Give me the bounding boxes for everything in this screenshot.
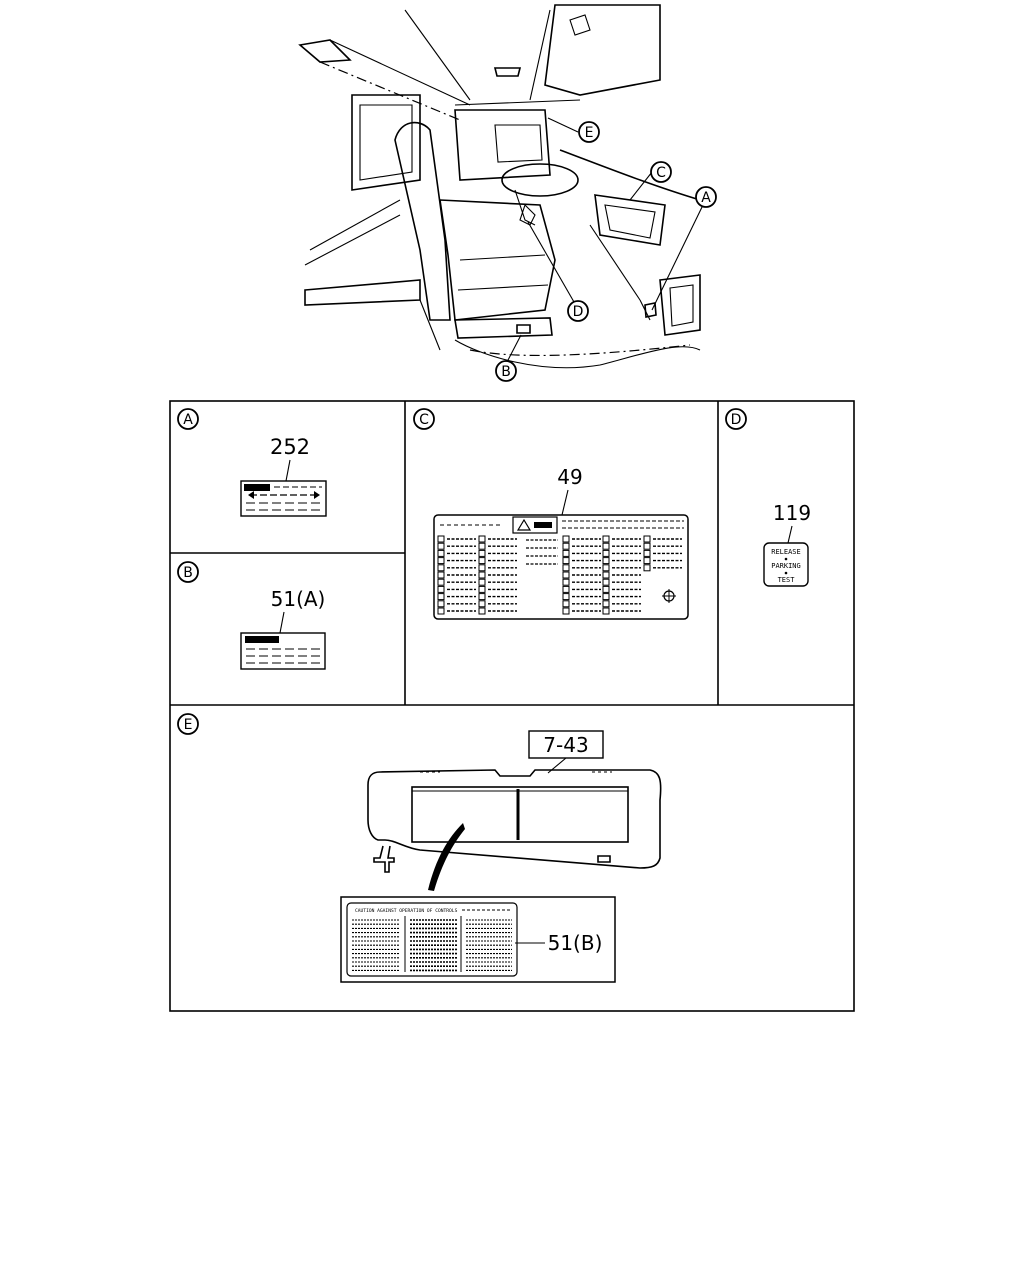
warning-triangle-icon — [512, 516, 558, 534]
checkbox-square — [437, 600, 445, 608]
checkbox-square — [478, 600, 486, 608]
label-119-line-test: TEST — [778, 576, 796, 584]
checkbox-square — [602, 607, 610, 615]
label-49 — [433, 514, 689, 620]
checkbox-square — [602, 557, 610, 565]
double-arrow-icon — [248, 491, 320, 499]
checkbox-square — [562, 542, 570, 550]
checkbox-square — [478, 607, 486, 615]
panel-c-part-number: 49 — [557, 465, 582, 489]
checkbox-square — [602, 585, 610, 593]
checkbox-square — [562, 607, 570, 615]
panel-d-letter: D — [731, 412, 742, 428]
panel-grid — [169, 400, 855, 1012]
checkbox-square — [437, 593, 445, 601]
label-51b: CAUTION AGAINST OPERATION OF CONTROLS — [340, 896, 616, 983]
svg-text:E: E — [585, 125, 594, 141]
callout-b: B — [495, 360, 517, 382]
label-51a — [240, 632, 326, 670]
checkbox-square — [643, 557, 651, 565]
checkbox-square — [478, 557, 486, 565]
checkbox-square — [602, 593, 610, 601]
checkbox-square — [602, 549, 610, 557]
svg-text:C: C — [656, 165, 666, 181]
panel-e: E 7-43 CAUTION AGAINST OPERATION OF CONT… — [177, 713, 662, 983]
label-252 — [240, 480, 327, 517]
panel-d-part-number: 119 — [773, 501, 811, 525]
panel-a: A 252 — [177, 408, 327, 517]
checkbox-square — [478, 571, 486, 579]
callout-e: E — [578, 121, 600, 143]
checkbox-square — [562, 600, 570, 608]
panel-e-letter: E — [184, 717, 193, 733]
panel-b-part-number: 51(A) — [271, 587, 326, 611]
checkbox-square — [562, 571, 570, 579]
checkbox-square — [437, 549, 445, 557]
checkbox-square — [478, 578, 486, 586]
checkbox-square — [562, 535, 570, 543]
checkbox-square — [478, 593, 486, 601]
panel-b: B 51(A) — [177, 561, 326, 670]
checkbox-square — [478, 585, 486, 593]
checkbox-square — [562, 585, 570, 593]
label-119: RELEASE PARKING TEST — [763, 542, 809, 587]
svg-text:D: D — [573, 304, 584, 320]
checkbox-square — [478, 535, 486, 543]
checkbox-square — [478, 564, 486, 572]
checkbox-square — [602, 564, 610, 572]
crosshair-icon — [662, 589, 676, 603]
checkbox-square — [562, 557, 570, 565]
checkbox-square — [478, 542, 486, 550]
checkbox-square — [562, 564, 570, 572]
label-119-line-parking: PARKING — [771, 562, 801, 570]
checkbox-square — [602, 578, 610, 586]
callout-d: D — [567, 300, 589, 322]
checkbox-square — [643, 535, 651, 543]
panel-a-letter: A — [183, 412, 193, 428]
checkbox-square — [643, 542, 651, 550]
label-119-line-release: RELEASE — [771, 548, 801, 556]
callout-a: A — [695, 186, 717, 208]
checkbox-square — [437, 585, 445, 593]
panel-c-letter: C — [419, 412, 429, 428]
cab-illustration — [298, 4, 704, 369]
checkbox-square — [562, 549, 570, 557]
panel-d: D 119 RELEASE PARKING TEST — [725, 408, 811, 587]
checkbox-square — [437, 542, 445, 550]
checkbox-square — [643, 564, 651, 572]
callout-c: C — [650, 161, 672, 183]
svg-text:B: B — [501, 364, 511, 380]
label-51b-heading: CAUTION AGAINST OPERATION OF CONTROLS — [355, 908, 458, 914]
panel-b-letter: B — [183, 565, 193, 581]
panel-e-part-number-label: 51(B) — [548, 931, 603, 955]
checkbox-square — [562, 593, 570, 601]
svg-text:A: A — [701, 190, 711, 206]
checkbox-square — [437, 578, 445, 586]
checkbox-square — [602, 535, 610, 543]
panel-e-part-number-top: 7-43 — [543, 733, 588, 757]
checkbox-square — [437, 557, 445, 565]
checkbox-square — [478, 549, 486, 557]
checkbox-square — [602, 542, 610, 550]
checkbox-square — [437, 564, 445, 572]
panel-c: C 49 — [413, 408, 689, 620]
checkbox-square — [602, 571, 610, 579]
checkbox-square — [562, 578, 570, 586]
checkbox-square — [437, 535, 445, 543]
checkbox-square — [437, 571, 445, 579]
checkbox-square — [602, 600, 610, 608]
checkbox-square — [437, 607, 445, 615]
panel-a-part-number: 252 — [270, 435, 310, 459]
checkbox-square — [643, 549, 651, 557]
sun-visor — [367, 769, 662, 891]
